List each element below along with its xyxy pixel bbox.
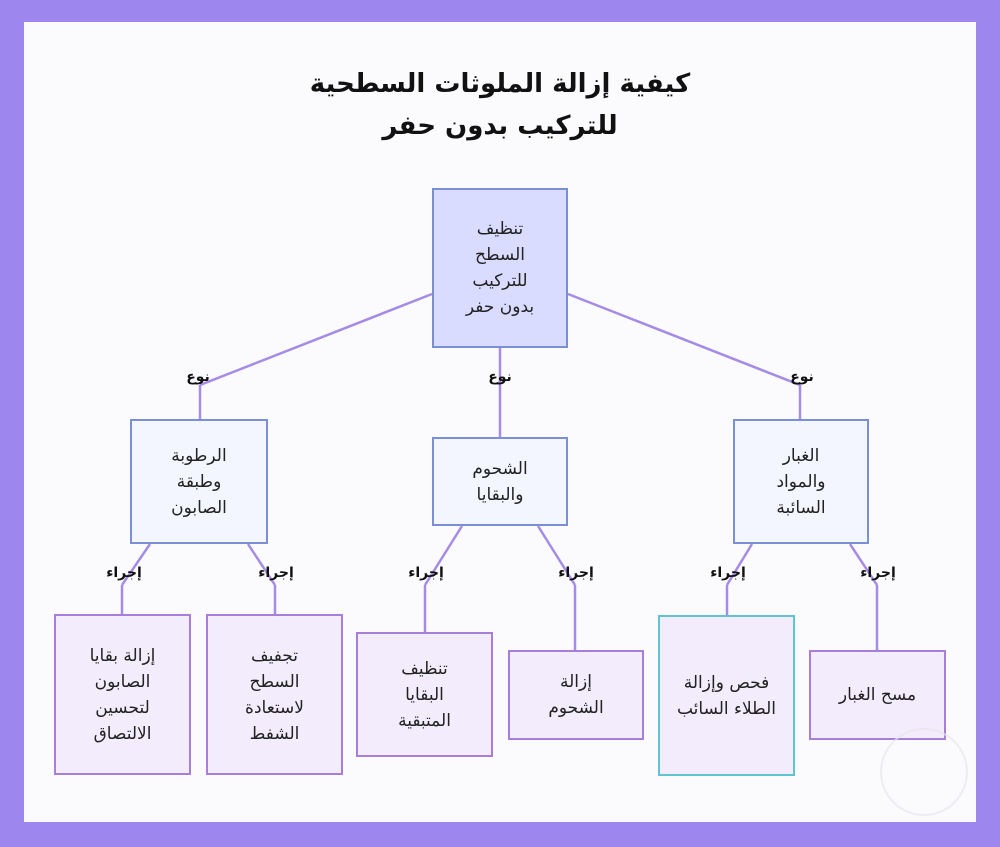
edge-label-action-dry: إجراء	[258, 565, 294, 581]
watermark-logo	[880, 728, 968, 816]
edge-label-type-dust: نوع	[790, 369, 814, 385]
edge-label-action-residue: إجراء	[408, 565, 444, 581]
node-clean-remaining-residue[interactable]: تنظيف البقايا المتبقية	[356, 632, 493, 757]
node-inspect-remove-loose-paint[interactable]: فحص وإزالة الطلاء السائب	[658, 615, 795, 776]
edge-label-action-grease: إجراء	[558, 565, 594, 581]
node-moisture-soap-layer[interactable]: الرطوبة وطبقة الصابون	[130, 419, 268, 544]
edge-root-moisture	[200, 294, 432, 385]
edge-root-dust	[568, 294, 800, 385]
node-grease-residue[interactable]: الشحوم والبقايا	[432, 437, 568, 526]
node-remove-grease[interactable]: إزالة الشحوم	[508, 650, 644, 740]
edge-label-type-moisture: نوع	[186, 369, 210, 385]
node-dry-surface[interactable]: تجفيف السطح لاستعادة الشفط	[206, 614, 343, 775]
node-root[interactable]: تنظيف السطح للتركيب بدون حفر	[432, 188, 568, 348]
edge-label-type-grease: نوع	[488, 369, 512, 385]
edge-label-action-soap: إجراء	[106, 565, 142, 581]
node-remove-soap-residue[interactable]: إزالة بقايا الصابون لتحسين الالتصاق	[54, 614, 191, 775]
edge-label-action-inspect: إجراء	[710, 565, 746, 581]
node-dust-loose-material[interactable]: الغبار والمواد السائبة	[733, 419, 869, 544]
edge-label-action-wipe: إجراء	[860, 565, 896, 581]
node-wipe-dust[interactable]: مسح الغبار	[809, 650, 946, 740]
